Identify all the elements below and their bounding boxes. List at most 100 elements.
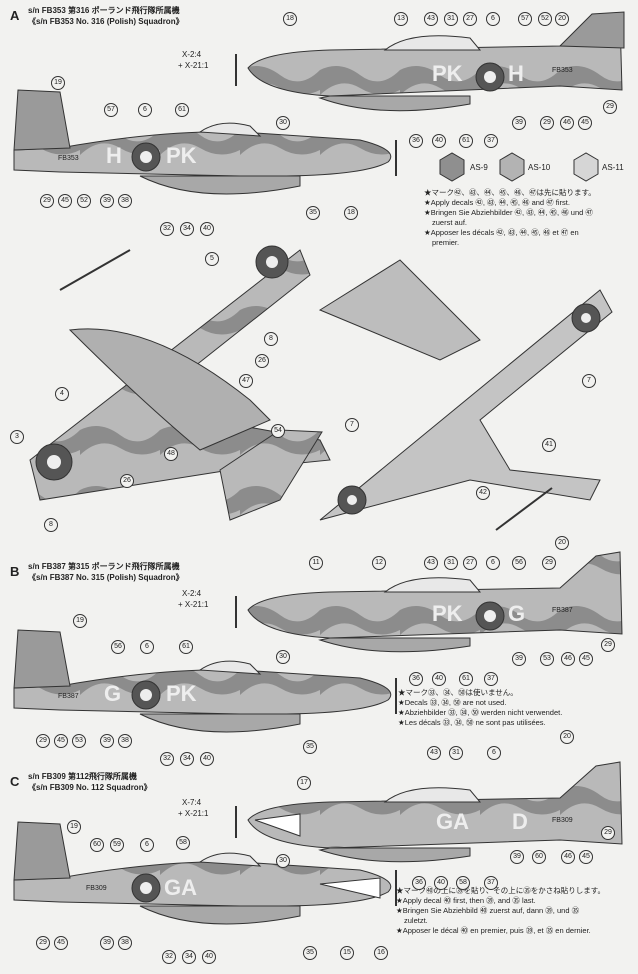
a-left-code-h: H bbox=[106, 143, 122, 168]
callout: 8 bbox=[44, 518, 58, 532]
c-scale-bottom: + X-21:1 bbox=[178, 809, 209, 818]
callout: 39 bbox=[100, 936, 114, 950]
callout: 6 bbox=[486, 12, 500, 26]
callout: 29 bbox=[40, 194, 54, 208]
callout: 46 bbox=[561, 850, 575, 864]
callout: 57 bbox=[104, 103, 118, 117]
callout: 29 bbox=[540, 116, 554, 130]
callout: 6 bbox=[140, 640, 154, 654]
callout: 27 bbox=[463, 556, 477, 570]
callout: 40 bbox=[434, 876, 448, 890]
section-a-caption-jp: s/n FB353 第316 ポーランド飛行隊所属機 bbox=[28, 6, 180, 15]
callout: 56 bbox=[512, 556, 526, 570]
callout: 37 bbox=[484, 876, 498, 890]
callout: 29 bbox=[36, 936, 50, 950]
callout: 34 bbox=[180, 752, 194, 766]
callout: 5 bbox=[205, 252, 219, 266]
callout: 6 bbox=[486, 556, 500, 570]
a-left-code-pk: PK bbox=[166, 143, 197, 168]
c-note-3: ★Bringen Sie Abziehbild ㊵ zuerst auf, da… bbox=[396, 906, 580, 915]
callout: 6 bbox=[487, 746, 501, 760]
callout: 39 bbox=[512, 116, 526, 130]
callout: 29 bbox=[603, 100, 617, 114]
callout: 20 bbox=[555, 12, 569, 26]
callout: 35 bbox=[303, 740, 317, 754]
callout: 7 bbox=[582, 374, 596, 388]
a-side-serial: FB353 bbox=[552, 67, 573, 74]
callout: 42 bbox=[476, 486, 490, 500]
callout: 43 bbox=[424, 556, 438, 570]
callout: 11 bbox=[309, 556, 323, 570]
callout: 19 bbox=[73, 614, 87, 628]
c-note-4: zuletzt. bbox=[404, 916, 428, 925]
b-side-view bbox=[235, 551, 623, 653]
c-side-code-d: D bbox=[512, 809, 528, 834]
a-top-view bbox=[29, 245, 331, 521]
callout: 40 bbox=[202, 950, 216, 964]
section-a-letter: A bbox=[10, 8, 20, 23]
b-scale-top: X-2:4 bbox=[182, 589, 202, 598]
callout: 30 bbox=[276, 854, 290, 868]
b-scale-bottom: + X-21:1 bbox=[178, 600, 209, 609]
callout: 38 bbox=[118, 194, 132, 208]
callout: 37 bbox=[484, 134, 498, 148]
callout: 26 bbox=[120, 474, 134, 488]
callout: 61 bbox=[175, 103, 189, 117]
callout: 39 bbox=[512, 652, 526, 666]
callout: 31 bbox=[444, 556, 458, 570]
callout: 60 bbox=[90, 838, 104, 852]
section-c-caption-en: 《s/n FB309 No. 112 Squadron》 bbox=[28, 783, 152, 792]
swatch-label-as9: AS-9 bbox=[470, 163, 488, 172]
callout: 53 bbox=[72, 734, 86, 748]
callout: 58 bbox=[456, 876, 470, 890]
callout: 45 bbox=[579, 850, 593, 864]
c-left-serial: FB309 bbox=[86, 885, 107, 892]
callout: 29 bbox=[542, 556, 556, 570]
b-left-code-g: G bbox=[104, 681, 122, 706]
callout: 56 bbox=[111, 640, 125, 654]
section-c-caption-jp: s/n FB309 第112飛行隊所属機 bbox=[28, 772, 137, 781]
callout: 61 bbox=[459, 134, 473, 148]
callout: 13 bbox=[394, 12, 408, 26]
callout: 34 bbox=[180, 222, 194, 236]
callout: 38 bbox=[118, 734, 132, 748]
callout: 40 bbox=[200, 752, 214, 766]
callout: 52 bbox=[538, 12, 552, 26]
callout: 27 bbox=[463, 12, 477, 26]
callout: 58 bbox=[176, 836, 190, 850]
callout: 29 bbox=[601, 826, 615, 840]
callout: 40 bbox=[432, 134, 446, 148]
callout: 26 bbox=[255, 354, 269, 368]
callout: 46 bbox=[561, 652, 575, 666]
callout: 6 bbox=[138, 103, 152, 117]
callout: 37 bbox=[484, 672, 498, 686]
callout: 17 bbox=[297, 776, 311, 790]
callout: 32 bbox=[160, 752, 174, 766]
callout: 30 bbox=[276, 116, 290, 130]
callout: 20 bbox=[560, 730, 574, 744]
b-note-4: ★Les décals ㉝, ㉞, ㊿ ne sont pas utilisée… bbox=[398, 718, 546, 727]
b-side-serial: FB387 bbox=[552, 607, 573, 614]
callout: 29 bbox=[601, 638, 615, 652]
section-c-letter: C bbox=[10, 774, 20, 789]
a-note-5: ★Apposer les décals ㊷, ㊸, ㊹, ㊺, ㊻ et ㊼ e… bbox=[424, 228, 579, 237]
a-bottom-view bbox=[318, 259, 613, 531]
a-note-3: ★Bringen Sie Abziehbilder ㊷, ㊸, ㊹, ㊺, ㊻ … bbox=[424, 208, 593, 217]
callout: 60 bbox=[532, 850, 546, 864]
callout: 34 bbox=[182, 950, 196, 964]
callout: 40 bbox=[200, 222, 214, 236]
callout: 32 bbox=[160, 222, 174, 236]
a-note-1: ★マーク㊷、㊸、㊹、㊺、㊻、㊼は先に貼ります。 bbox=[424, 188, 596, 197]
callout: 3 bbox=[10, 430, 24, 444]
color-swatches bbox=[439, 152, 599, 182]
a-note-2: ★Apply decals ㊷, ㊸, ㊹, ㊺, ㊻ and ㊼ first. bbox=[424, 198, 570, 207]
callout: 36 bbox=[412, 876, 426, 890]
callout: 45 bbox=[54, 734, 68, 748]
b-note-2: ★Decals ㉝, ㉞, ㊿ are not used. bbox=[398, 698, 507, 707]
callout: 52 bbox=[77, 194, 91, 208]
callout: 36 bbox=[409, 672, 423, 686]
callout: 45 bbox=[58, 194, 72, 208]
callout: 19 bbox=[67, 820, 81, 834]
a-left-view bbox=[13, 89, 397, 195]
